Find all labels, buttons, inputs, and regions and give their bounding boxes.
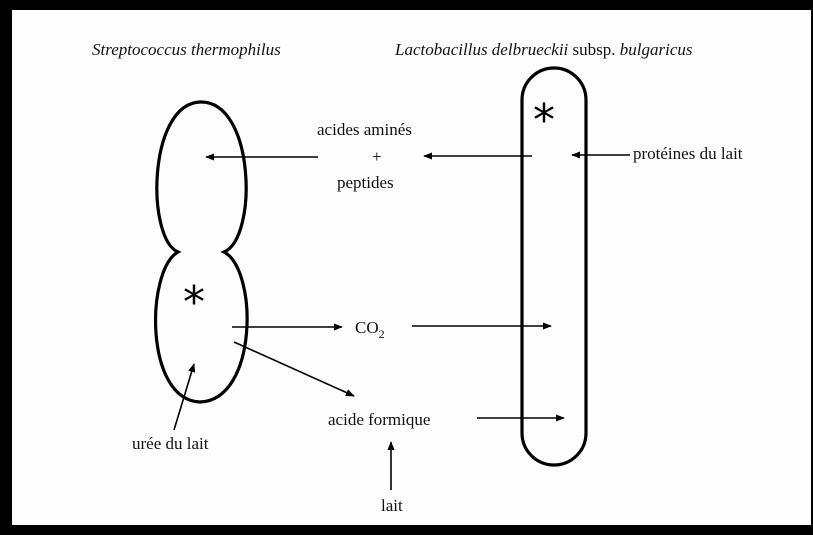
milk-proteins-label: protéines du lait xyxy=(633,144,743,163)
arrow-streptococcus-to-formic-acid xyxy=(234,342,354,396)
amino-acids-label: acides aminés xyxy=(317,120,412,139)
formic-acid-label: acide formique xyxy=(328,410,430,429)
streptococcus-title: Streptococcus thermophilus xyxy=(92,40,281,59)
streptococcus-cell xyxy=(156,102,248,402)
milk-urea-label: urée du lait xyxy=(132,434,209,453)
lactobacillus-genus: Lactobacillus delbrueckii xyxy=(394,40,569,59)
lactobacillus-star: * xyxy=(533,95,555,146)
milk-label: lait xyxy=(381,496,403,515)
streptococcus-star: * xyxy=(183,277,205,328)
arrow-urea-to-streptococcus xyxy=(174,364,194,430)
lactobacillus-species: bulgaricus xyxy=(620,40,693,59)
lactobacillus-subsp: subsp. xyxy=(568,40,619,59)
co2-text: CO xyxy=(355,318,379,337)
plus-label: + xyxy=(372,147,382,166)
peptides-label: peptides xyxy=(337,173,394,192)
co2-subscript: 2 xyxy=(379,327,385,341)
lactobacillus-title: Lactobacillus delbrueckii subsp. bulgari… xyxy=(394,40,693,59)
co2-label: CO2 xyxy=(355,318,385,341)
